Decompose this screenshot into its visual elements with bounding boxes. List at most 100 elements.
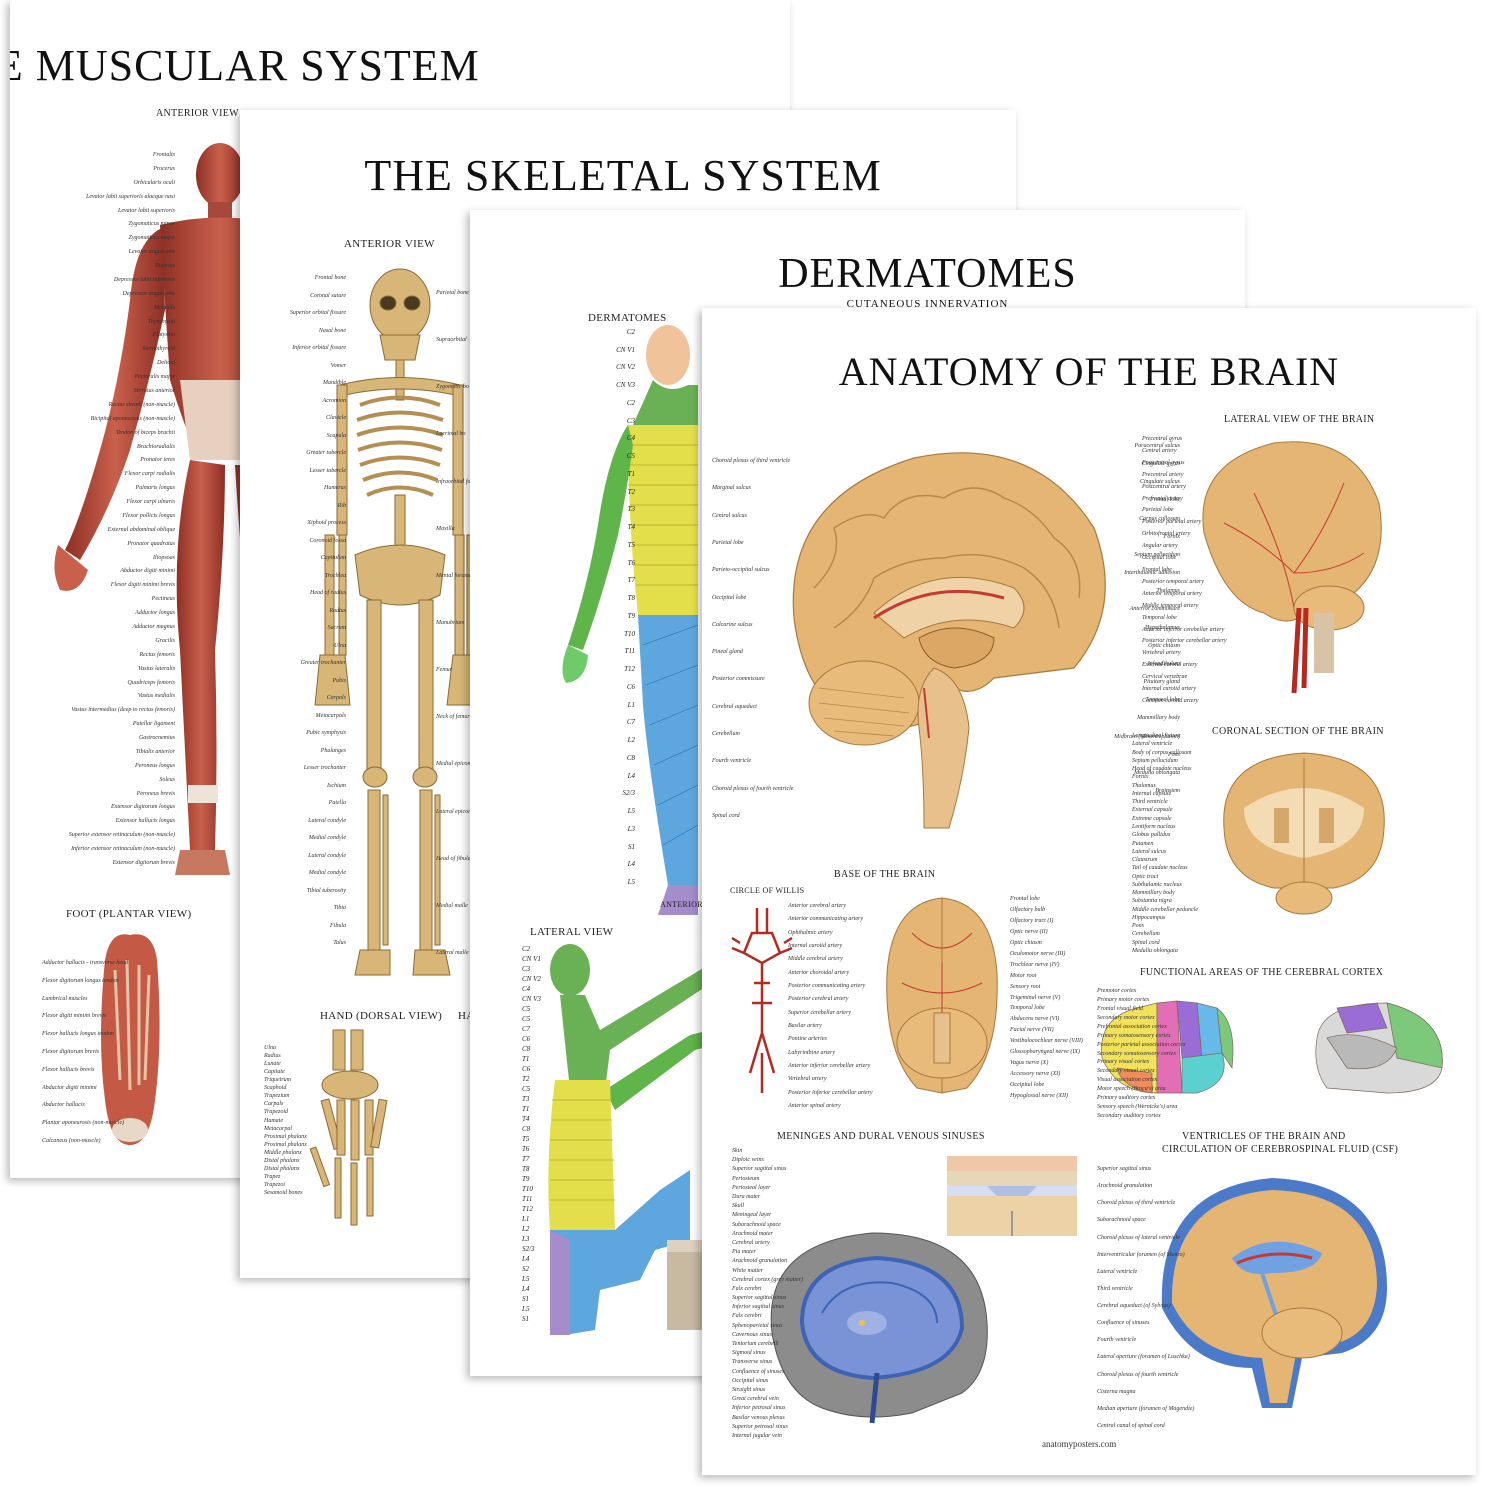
- sag-right-label: Temporal lobe: [1145, 697, 1180, 703]
- skel-right-label: Supraorbital: [436, 337, 467, 343]
- willis-labels-label: Vertebral artery: [788, 1076, 827, 1082]
- derm-front-labels-label: S2/3: [622, 789, 635, 797]
- hand-labels-label: Metacarpal: [264, 1126, 292, 1132]
- skel-right-label: Parietal bone: [436, 290, 469, 296]
- musc-labels-label: Pectineus: [151, 596, 175, 602]
- derm-front-labels-label: C7: [626, 718, 635, 726]
- derm-lat-labels-label: CN V1: [522, 955, 541, 963]
- skel-right-label: Neck of femur: [436, 714, 470, 720]
- musc-labels-label: Deltoid: [157, 360, 175, 366]
- base-labels-label: Frontal lobe: [1010, 896, 1040, 902]
- sag-left-label: Posterior commissure: [712, 676, 765, 682]
- derm-lat-labels-label: C7: [522, 1025, 531, 1033]
- poster-brain: ANATOMY OF THE BRAIN Choroid plexus of t…: [702, 308, 1476, 1475]
- musc-labels-label: Peroneus longus: [135, 763, 175, 769]
- foot-plantar-figure: [101, 934, 160, 1145]
- cor-labels-label: Tail of caudate nucleus: [1132, 865, 1188, 871]
- skull-sinuses-figure: [770, 1232, 988, 1424]
- musc-labels-label: Rectus sheath (non-muscle): [108, 402, 175, 408]
- foot-labels-label: Adductor hallucis - transverse head: [42, 960, 128, 966]
- dermatomes-section-anterior: DERMATOMES: [588, 312, 667, 324]
- derm-front-labels-label: T8: [627, 594, 635, 602]
- sag-right-label: Midbrain (Mesencephalon): [1114, 734, 1180, 740]
- derm-front-labels-label: C2: [626, 328, 635, 336]
- meninges-layer-figure: [947, 1156, 1077, 1236]
- hand-dorsal-figure: [309, 1029, 388, 1226]
- ventricles-figure: [1161, 1178, 1387, 1408]
- cor-labels-label: Medulla oblongata: [1132, 948, 1178, 954]
- lat-labels-label: External carotid artery: [1142, 662, 1198, 668]
- coronal-section-figure: [1223, 752, 1385, 915]
- base-labels-label: Occipital lobe: [1010, 1082, 1045, 1088]
- skel-left-label: Lesser trochanter: [303, 765, 346, 771]
- skel-left-label: Head of radius: [310, 590, 346, 596]
- derm-lat-labels-label: L5: [522, 1305, 530, 1313]
- willis-labels-label: Anterior spinal artery: [788, 1103, 841, 1109]
- musc-labels-label: Iliopsoas: [152, 555, 175, 561]
- skel-left-label: Pubis: [332, 678, 346, 684]
- skeleton-figure: [314, 268, 484, 976]
- lat-labels-label: Orbitofrontal artery: [1142, 531, 1191, 537]
- skel-left-label: Scapula: [326, 433, 346, 439]
- musc-labels-label: Palmaris longus: [135, 485, 175, 491]
- vent-labels-label: Choroid plexus of fourth ventricle: [1097, 1372, 1179, 1378]
- dermatomes-section-lateral: LATERAL VIEW: [530, 926, 614, 938]
- musc-labels-label: Tendon of biceps brachii: [115, 430, 175, 436]
- men-labels-label: Cerebral cortex (grey matter): [732, 1277, 804, 1283]
- func-labels-label: Primary auditory cortex: [1097, 1095, 1156, 1101]
- foot-labels-label: Flexor digitorum longus tendon: [42, 978, 119, 984]
- brain-footer-url[interactable]: anatomyposters.com: [1042, 1439, 1117, 1449]
- derm-front-labels-label: C5: [626, 452, 635, 460]
- hand-labels-label: Ulna: [264, 1045, 276, 1051]
- musc-labels-label: Peroneus brevis: [136, 791, 175, 797]
- func-labels-label: Secondary visual cortex: [1097, 1068, 1155, 1074]
- skel-left-label: Tibia: [333, 905, 346, 911]
- func-labels-label: Visual association cortex: [1097, 1077, 1158, 1083]
- men-labels-label: Dura mater: [732, 1194, 761, 1200]
- sag-left-label: Choroid plexus of third ventricle: [712, 458, 791, 464]
- base-labels-label: Sensory root: [1010, 984, 1041, 990]
- men-labels-label: Meningeal layer: [732, 1212, 772, 1218]
- derm-front-labels-label: T5: [627, 541, 635, 549]
- skel-left-label: Lesser tubercle: [309, 468, 346, 474]
- lateral-brain-figure: [1202, 441, 1382, 694]
- hand-labels-label: Middle phalanx: [264, 1150, 302, 1156]
- skel-left-label: Mandible: [323, 380, 346, 386]
- skel-right-label: Lacrimal bo: [436, 431, 466, 437]
- dermatomes-section-anterior-view: ANTERIOR V: [660, 900, 712, 909]
- sag-left-label: Pineal gland: [712, 649, 743, 655]
- vent-labels-label: Lateral ventricle: [1097, 1269, 1138, 1275]
- derm-front-labels-label: L4: [627, 860, 635, 868]
- skel-left-label: Inferior orbital fissure: [292, 345, 346, 351]
- skel-left-label: Capitulum: [320, 555, 346, 561]
- musc-labels-label: Pronator teres: [140, 457, 175, 463]
- musc-labels-label: Extensor digitorum longus: [111, 804, 175, 810]
- base-labels-label: Glossopharyngeal nerve (IX): [1010, 1049, 1080, 1055]
- cor-labels-label: Lateral sulcus: [1132, 849, 1167, 855]
- func-labels-label: Primary somatosensory cortex: [1097, 1033, 1171, 1039]
- musc-labels-label: Zygomaticus major: [128, 235, 176, 241]
- musc-labels-label: Depressor labii inferioris: [113, 277, 175, 283]
- circle-of-willis-figure: [731, 908, 793, 1093]
- men-labels-label: Straight sinus: [732, 1387, 766, 1393]
- derm-front-labels-label: C3: [626, 417, 635, 425]
- sag-right-label: Brainstem: [1155, 788, 1180, 794]
- men-labels-label: Superior sagittal sinus: [732, 1295, 787, 1301]
- musc-labels-label: Gracilis: [155, 638, 175, 644]
- func-labels-label: Motor speech (Broca's) area: [1097, 1086, 1166, 1092]
- foot-labels-label: Flexor digiti minimi brevis: [42, 1013, 107, 1019]
- derm-lat-labels-label: C6: [522, 1065, 531, 1073]
- derm-front-labels-label: T9: [627, 612, 635, 620]
- men-labels-label: Internal jugular vein: [732, 1433, 782, 1439]
- brain-section-ventricles-1: VENTRICLES OF THE BRAIN AND: [1182, 1131, 1346, 1142]
- skel-left-label: Humerus: [324, 485, 346, 491]
- sag-right-label: Paracentral sulcus: [1134, 443, 1181, 449]
- willis-labels-label: Anterior inferior cerebellar artery: [788, 1063, 871, 1069]
- lat-labels-label: Postcentral artery: [1142, 484, 1186, 490]
- derm-lat-labels-label: S2: [522, 1265, 529, 1273]
- skel-left-label: Tibial tuberosity: [306, 888, 346, 894]
- derm-lat-labels-label: T8: [522, 1165, 530, 1173]
- lat-labels-label: Anterior inferior cerebellar artery: [1142, 627, 1225, 633]
- musc-labels-label: Adductor magnus: [132, 624, 176, 630]
- sag-right-label: Medulla oblongata: [1134, 770, 1180, 776]
